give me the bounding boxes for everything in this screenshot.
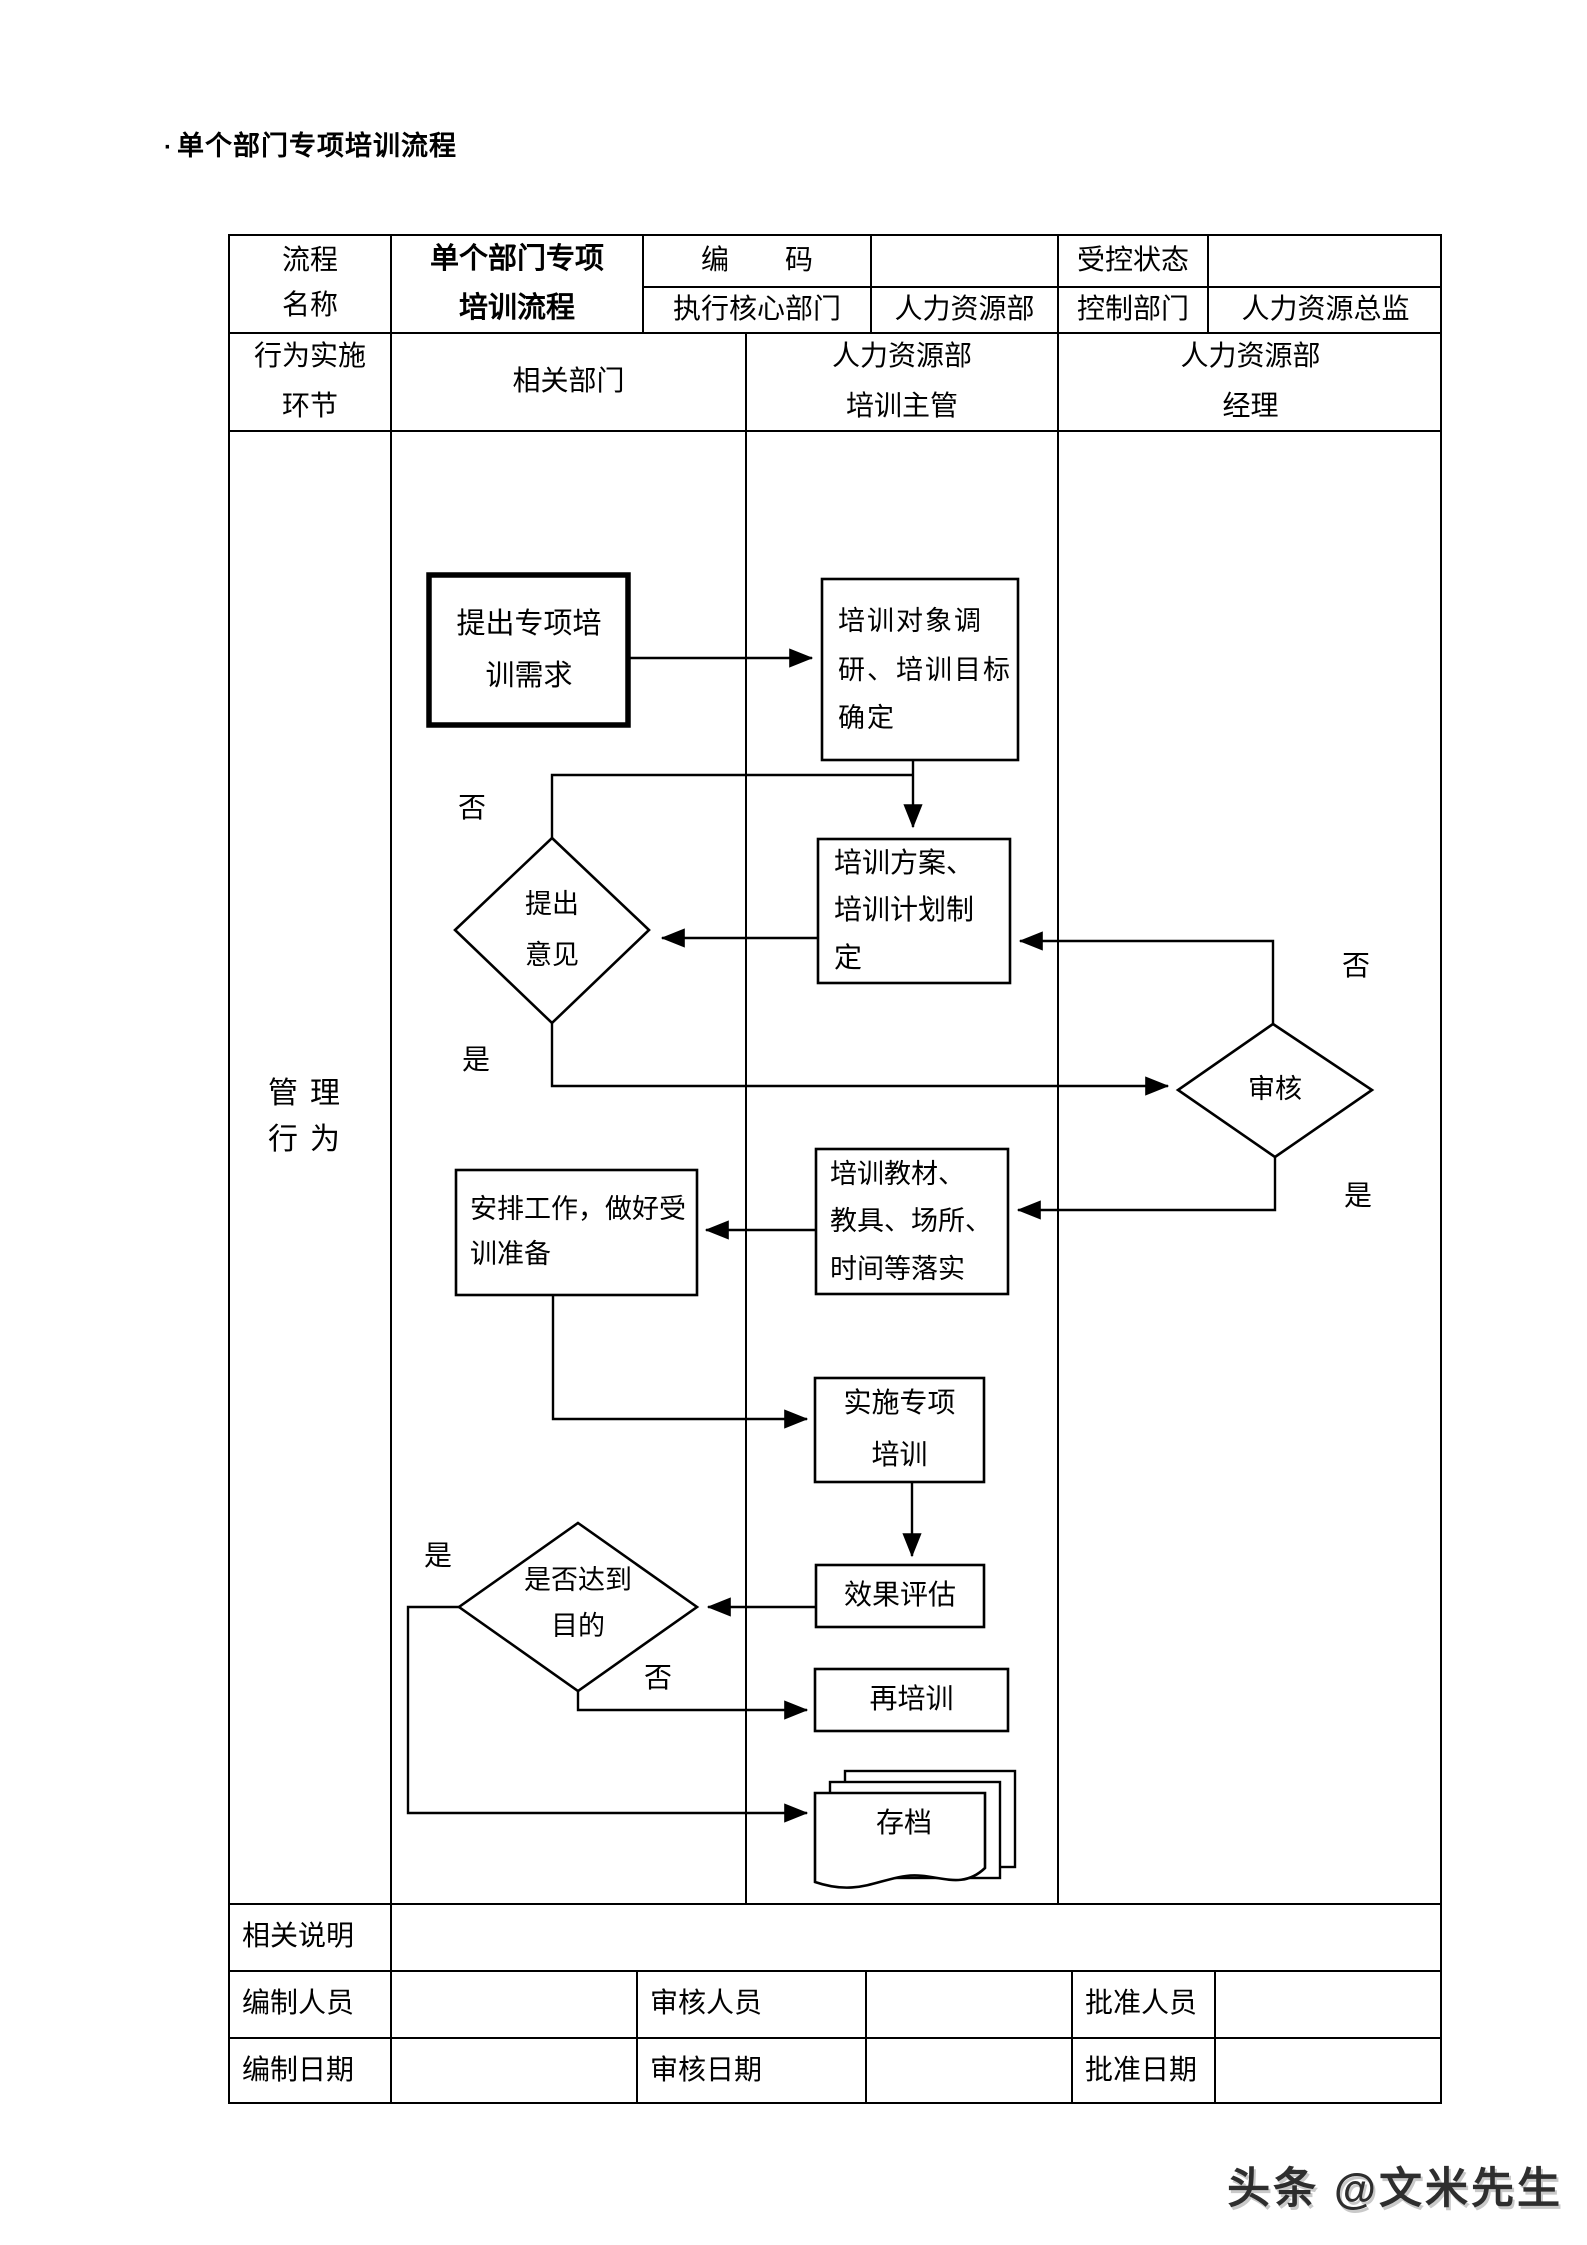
node-review-label: 审核 xyxy=(1248,1074,1302,1105)
cell-code-value xyxy=(870,234,1057,286)
label-opinion-no: 否 xyxy=(458,793,487,824)
cell-preparer-label: 编制人员 xyxy=(228,1970,390,2037)
cell-controlled-value xyxy=(1207,234,1442,286)
cell-review-date-label: 审核日期 xyxy=(636,2037,865,2104)
label-goal-no: 否 xyxy=(644,1663,673,1694)
node-opinion-label: 提出 意见 xyxy=(525,888,579,970)
cell-process-name-label: 流程 名称 xyxy=(228,234,390,332)
label-review-no: 否 xyxy=(1342,951,1371,982)
cell-notes-value xyxy=(390,1903,1442,1970)
node-goal-label: 是否达到 目的 xyxy=(524,1565,632,1641)
cell-col-hr-supervisor: 人力资源部 培训主管 xyxy=(745,332,1057,430)
cell-approve-date-value xyxy=(1214,2037,1442,2104)
label-goal-yes: 是 xyxy=(424,1541,453,1572)
cell-approver-value xyxy=(1214,1970,1442,2037)
cell-col-hr-manager: 人力资源部 经理 xyxy=(1057,332,1442,430)
lane-related-dept xyxy=(390,430,745,1903)
lane-hr-supervisor xyxy=(745,430,1057,1903)
node-plan-label: 培训方案、 培训计划制 定 xyxy=(834,847,975,974)
watermark-footer: 头条 @文米先生 xyxy=(1227,2165,1563,2213)
page-title: ·单个部门专项培训流程 xyxy=(164,124,457,163)
label-opinion-yes: 是 xyxy=(462,1045,491,1076)
node-implement-label: 实施专项 培训 xyxy=(843,1388,956,1471)
cell-col-related-dept: 相关部门 xyxy=(390,332,745,430)
node-start-label: 提出专项培 训需求 xyxy=(456,607,602,692)
cell-code-label: 编 码 xyxy=(642,234,870,286)
node-archive-label: 存档 xyxy=(875,1808,932,1840)
node-evaluate-label: 效果评估 xyxy=(843,1580,956,1612)
node-arrange-label: 安排工作，做好受 训准备 xyxy=(470,1194,686,1269)
cell-control-dept-value: 人力资源总监 xyxy=(1207,286,1442,332)
cell-stage-label: 行为实施 环节 xyxy=(228,332,390,430)
cell-control-dept-label: 控制部门 xyxy=(1057,286,1207,332)
node-retrain-label: 再培训 xyxy=(869,1684,954,1716)
cell-controlled-label: 受控状态 xyxy=(1057,234,1207,286)
cell-exec-dept-value: 人力资源部 xyxy=(870,286,1057,332)
cell-approve-date-label: 批准日期 xyxy=(1071,2037,1214,2104)
node-survey-label: 培训对象调 研、培训目标 确定 xyxy=(838,606,1012,734)
label-review-yes: 是 xyxy=(1344,1181,1373,1212)
node-material-label: 培训教材、 教具、场所、 时间等落实 xyxy=(830,1159,992,1284)
lane-hr-manager xyxy=(1057,430,1442,1903)
cell-process-name: 单个部门专项 培训流程 xyxy=(390,234,642,332)
cell-prepare-date-label: 编制日期 xyxy=(228,2037,390,2104)
cell-preparer-value xyxy=(390,1970,636,2037)
bullet-icon: · xyxy=(164,134,173,161)
lane-manage-label: 管理 行为 xyxy=(268,1076,352,1157)
cell-reviewer-label: 审核人员 xyxy=(636,1970,865,2037)
cell-notes-label: 相关说明 xyxy=(228,1903,390,1970)
lane-manage xyxy=(228,430,390,1903)
page-title-text: 单个部门专项培训流程 xyxy=(177,131,457,161)
cell-review-date-value xyxy=(865,2037,1071,2104)
cell-exec-dept-label: 执行核心部门 xyxy=(642,286,870,332)
cell-reviewer-value xyxy=(865,1970,1071,2037)
cell-prepare-date-value xyxy=(390,2037,636,2104)
cell-approver-label: 批准人员 xyxy=(1071,1970,1214,2037)
